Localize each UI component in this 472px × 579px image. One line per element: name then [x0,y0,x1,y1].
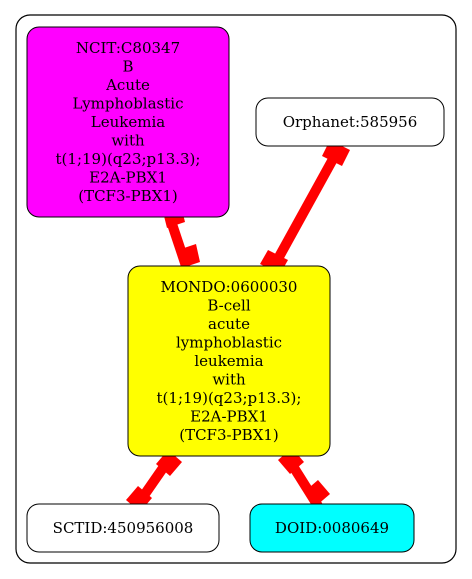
edge-orphanet-mondo [269,147,343,269]
mondo-label-line: lymphoblastic [176,334,282,352]
node-sctid-label: SCTID:450956008 [53,519,194,537]
node-orphanet-label: Orphanet:585956 [283,113,418,131]
node-sctid[interactable]: SCTID:450956008 [26,503,220,553]
doid-label-line: DOID:0080649 [275,519,389,537]
mondo-label-line: B-cell [207,297,250,315]
node-doid-box [249,503,415,553]
node-orphanet[interactable]: Orphanet:585956 [255,97,445,147]
node-orphanet-box [255,97,445,147]
ncit-label-line: B [122,58,133,76]
ncit-label-line: t(1;19)(q23;p13.3); [56,150,201,168]
node-ncit-box [26,26,230,218]
mondo-label-line: MONDO:0600030 [161,278,298,296]
edge-mondo-doid-arrow-head [304,480,330,506]
mondo-label-line: (TCF3-PBX1) [179,426,279,444]
node-sctid-box [26,503,220,553]
ncit-label-line: Leukemia [91,113,165,131]
ncit-label-line: NCIT:C80347 [76,39,180,57]
ncit-label-line: Lymphoblastic [73,95,184,113]
node-mondo-box [127,265,331,457]
mondo-label-line: leukemia [194,352,263,370]
mondo-label-line: with [212,371,246,389]
mondo-label-line: t(1;19)(q23;p13.3); [157,389,302,407]
mondo-label-line: E2A-PBX1 [190,408,268,426]
ncit-label-line: with [111,132,145,150]
node-doid[interactable]: DOID:0080649 [249,503,415,553]
mondo-label-line: acute [208,315,250,333]
ncit-label-line: E2A-PBX1 [89,169,167,187]
node-doid-label: DOID:0080649 [275,519,389,537]
orphanet-label-line: Orphanet:585956 [283,113,418,131]
sctid-label-line: SCTID:450956008 [53,519,194,537]
ncit-label-line: (TCF3-PBX1) [78,187,178,205]
ncit-label-line: Acute [105,76,150,94]
edge-ncit-mondo-arrow-head [178,244,200,268]
